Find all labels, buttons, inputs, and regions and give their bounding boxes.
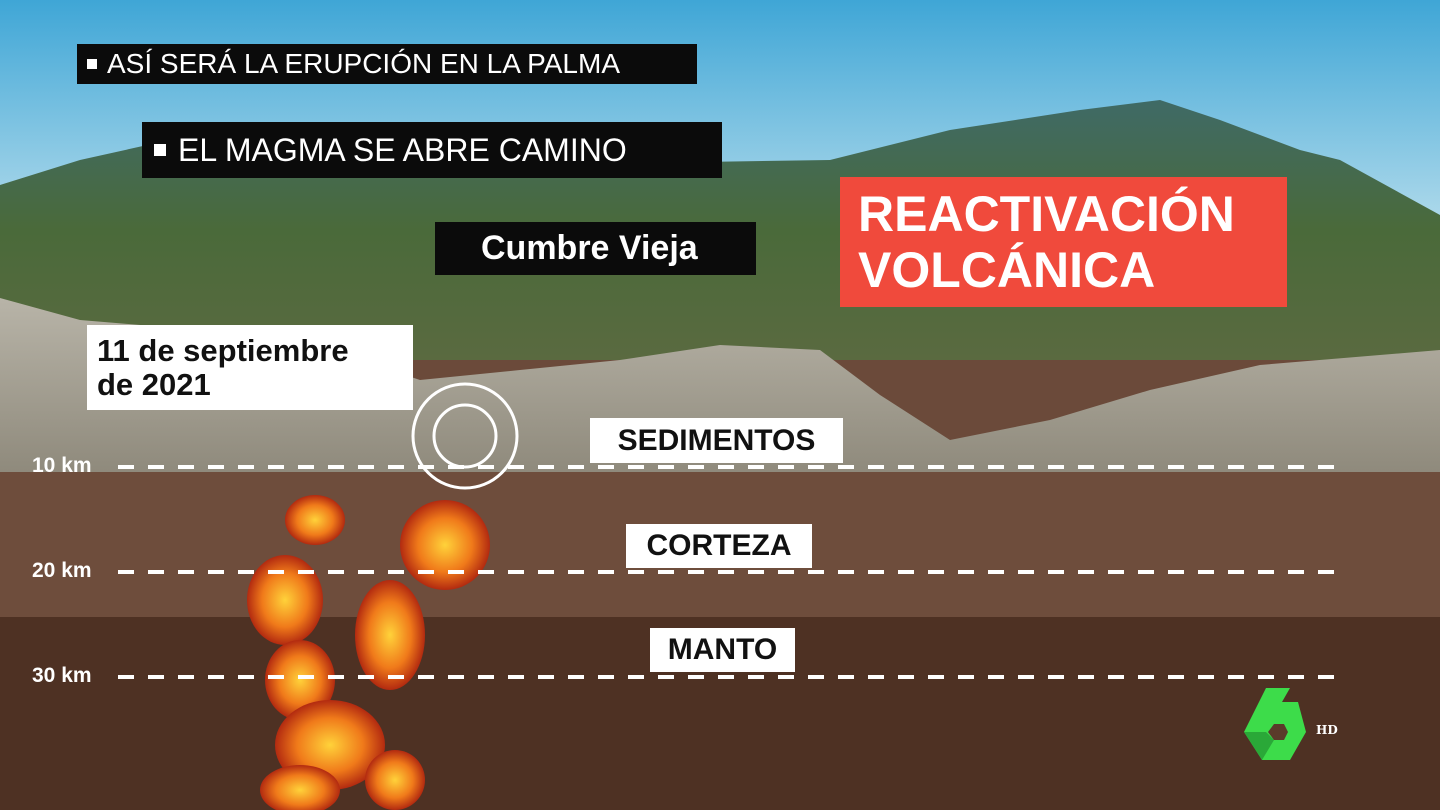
headline-line-1: REACTIVACIÓN xyxy=(858,186,1235,242)
headline-line-2: VOLCÁNICA xyxy=(858,242,1156,298)
layer-label-sedimentos: SEDIMENTOS xyxy=(590,418,843,463)
headline-box: REACTIVACIÓN VOLCÁNICA xyxy=(840,177,1287,307)
header-line-3: Cumbre Vieja xyxy=(435,222,756,275)
lasexta-logo-icon xyxy=(1244,688,1306,760)
depth-lines xyxy=(118,465,1335,679)
header-text: ASÍ SERÁ LA ERUPCIÓN EN LA PALMA xyxy=(107,48,620,79)
date-line-1: 11 de septiembre xyxy=(97,332,349,368)
depth-label-20: 20 km xyxy=(32,559,92,582)
header-text: EL MAGMA SE ABRE CAMINO xyxy=(178,131,627,168)
date-box: 11 de septiembre de 2021 xyxy=(87,325,413,410)
layer-label-corteza: CORTEZA xyxy=(626,524,812,568)
focus-circles xyxy=(411,382,519,490)
date-line-2: de 2021 xyxy=(97,366,211,402)
magma-plume xyxy=(247,495,490,810)
layer-label-manto: MANTO xyxy=(650,628,795,672)
depth-label-30: 30 km xyxy=(32,664,92,687)
header-line-2: EL MAGMA SE ABRE CAMINO xyxy=(142,122,722,178)
depth-label-10: 10 km xyxy=(32,454,92,477)
header-text: Cumbre Vieja xyxy=(481,229,698,267)
hd-badge: HD xyxy=(1316,723,1338,737)
header-line-1: ASÍ SERÁ LA ERUPCIÓN EN LA PALMA xyxy=(77,44,697,84)
sediment-layer xyxy=(0,298,1440,472)
